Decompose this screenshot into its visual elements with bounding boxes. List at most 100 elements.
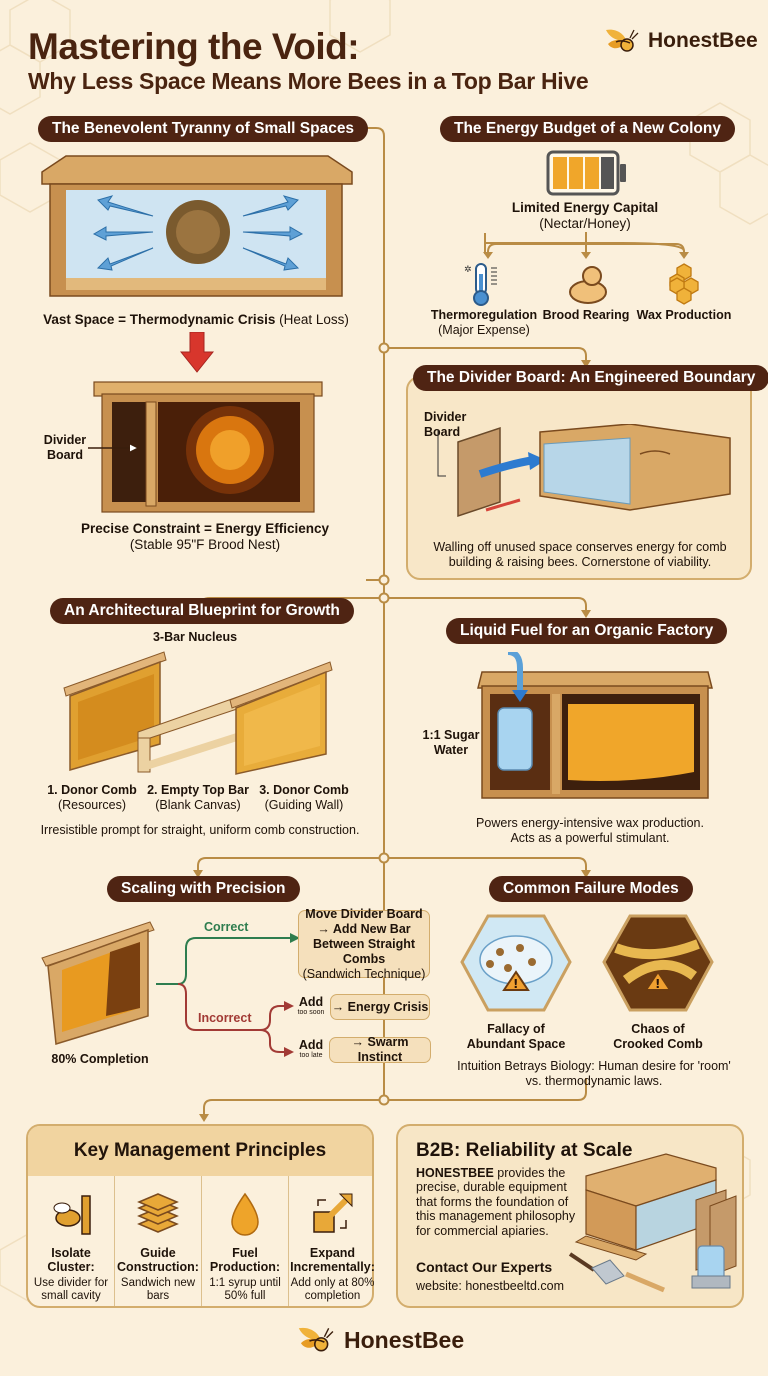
feeder-hive-illustration	[477, 652, 713, 799]
svg-text:✲: ✲	[464, 265, 472, 275]
add-too-soon: Add too soon	[294, 995, 328, 1016]
svg-text:!: !	[513, 977, 518, 991]
principle-desc: Use divider for small cavity	[33, 1276, 109, 1302]
crooked-comb-icon: !	[602, 914, 714, 1012]
key-principles-card: Key Management Principles Isolate Cluste…	[26, 1124, 376, 1308]
failure-caption: Intuition Betrays Biology: Human desire …	[444, 1059, 744, 1089]
sugar-water-label: 1:1 Sugar Water	[422, 728, 480, 757]
equipment-illustration	[568, 1153, 737, 1293]
section-title-fuel: Liquid Fuel for an Organic Factory	[446, 618, 728, 644]
divider-board-label: Divider Board	[43, 433, 87, 462]
energy-item-thermoregulation: Thermoregulation (Major Expense)	[424, 308, 544, 338]
energy-capital: Limited Energy Capital (Nectar/Honey)	[500, 200, 670, 232]
add-label: Add	[298, 995, 324, 1009]
bee-logo-icon	[606, 29, 639, 52]
bar-3: 3. Donor Comb (Guiding Wall)	[256, 783, 352, 813]
section-title-blueprint: An Architectural Blueprint for Growth	[50, 598, 354, 624]
fuel-caption: Powers energy-intensive wax production. …	[440, 816, 740, 846]
footer-logo[interactable]: HonestBee	[296, 1324, 464, 1356]
frozen-cluster-icon: !	[460, 914, 572, 1012]
bar-sub: (Blank Canvas)	[155, 798, 241, 812]
bar-label: 1. Donor Comb	[47, 783, 137, 797]
section-title-tyranny: The Benevolent Tyranny of Small Spaces	[38, 116, 369, 142]
b2b-brand: HONESTBEE	[416, 1166, 494, 1180]
section-title-failure: Common Failure Modes	[489, 876, 693, 902]
principle-title: Isolate Cluster:	[47, 1246, 95, 1275]
correct-label: Correct	[204, 920, 249, 934]
footer-brand-name: HonestBee	[344, 1326, 465, 1353]
section-title-divider: The Divider Board: An Engineered Boundar…	[413, 365, 768, 391]
b2b-body-text: provides the precise, durable equipment …	[416, 1166, 576, 1238]
principle-guide: Guide Construction: Sandwich new bars	[115, 1176, 202, 1306]
principle-expand: Expand Incrementally: Add only at 80% co…	[289, 1176, 376, 1306]
energy-capital-sub: (Nectar/Honey)	[539, 216, 631, 232]
frame-80-percent-illustration	[41, 921, 155, 1045]
principle-title: Expand Incrementally:	[290, 1246, 375, 1275]
correct-outcome-text: Move Divider Board → Add New Bar Between…	[305, 906, 423, 966]
section-title-scaling: Scaling with Precision	[107, 876, 300, 902]
bee-divider-icon	[53, 1195, 91, 1235]
pointer-arrow	[88, 443, 140, 453]
blueprint-caption: Irresistible prompt for straight, unifor…	[40, 823, 360, 837]
timing-label: too late	[299, 1052, 323, 1059]
brand-logo[interactable]: HonestBee	[604, 26, 758, 56]
down-arrow-icon	[180, 332, 214, 373]
energy-item-label: Wax Production	[636, 308, 732, 322]
swarm-instinct-box: → Swarm Instinct	[329, 1035, 431, 1064]
principle-isolate: Isolate Cluster: Use divider for small c…	[28, 1176, 115, 1306]
battery-icon	[546, 150, 626, 196]
nucleus-heading: 3-Bar Nucleus	[152, 630, 238, 644]
expand-arrow-icon	[312, 1193, 352, 1233]
add-too-late: Add too late	[294, 1038, 328, 1059]
divider-caption: Walling off unused space conserves energ…	[433, 540, 727, 569]
thermometer-icon: ✲	[464, 263, 497, 306]
caption-normal: (Stable 95"F Brood Nest)	[129, 537, 281, 553]
three-bar-nucleus-illustration	[63, 651, 333, 775]
b2b-body: HONESTBEE provides the precise, durable …	[416, 1166, 586, 1238]
energy-item-label: Thermoregulation	[430, 308, 538, 322]
principle-desc: 1:1 syrup until 50% full	[209, 1276, 281, 1302]
correct-outcome-box: Move Divider Board → Add New Bar Between…	[298, 906, 430, 981]
add-label: Add	[298, 1038, 324, 1052]
energy-item-brood: Brood Rearing	[540, 308, 632, 323]
principle-title: Guide Construction:	[117, 1246, 199, 1275]
principle-fuel: Fuel Production: 1:1 syrup until 50% ful…	[202, 1176, 289, 1306]
bar-2: 2. Empty Top Bar (Blank Canvas)	[146, 783, 250, 813]
timing-label: too soon	[297, 1009, 325, 1016]
caption-bold: Precise Constraint = Energy Efficiency	[81, 521, 329, 536]
failure-mode-abundant: Fallacy of Abundant Space	[466, 1022, 566, 1051]
caption-bold: Vast Space = Thermodynamic Crisis	[43, 312, 276, 327]
failure-caption-line2: vs. thermodynamic laws.	[525, 1074, 663, 1088]
divided-hive-illustration	[93, 381, 323, 513]
frame-completion-label: 80% Completion	[51, 1052, 149, 1066]
bar-1: 1. Donor Comb (Resources)	[44, 783, 140, 813]
divider-board-callout: Divider Board	[424, 410, 467, 439]
tyranny-caption-top: Vast Space = Thermodynamic Crisis (Heat …	[38, 312, 354, 328]
contact-heading[interactable]: Contact Our Experts	[416, 1259, 553, 1275]
bar-sub: (Resources)	[57, 798, 127, 812]
fuel-caption-line1: Powers energy-intensive wax production.	[476, 816, 704, 830]
incorrect-label: Incorrect	[198, 1011, 252, 1025]
correct-outcome-sub: (Sandwich Technique)	[302, 966, 426, 981]
larva-icon	[569, 266, 607, 304]
brand-name: HonestBee	[648, 29, 758, 52]
fuel-caption-line2: Acts as a powerful stimulant.	[510, 831, 670, 845]
decision-branches	[156, 933, 300, 1057]
principle-desc: Add only at 80% completion	[290, 1276, 375, 1302]
energy-item-wax: Wax Production	[634, 308, 734, 323]
energy-item-label: Brood Rearing	[542, 308, 630, 322]
svg-text:!: !	[655, 977, 660, 991]
honeycomb-icon	[669, 263, 699, 305]
stacked-bars-icon	[137, 1193, 179, 1233]
section-title-energy: The Energy Budget of a New Colony	[440, 116, 735, 142]
page-subtitle: Why Less Space Means More Bees in a Top …	[28, 68, 589, 94]
failure-caption-line1: Intuition Betrays Biology: Human desire …	[457, 1059, 731, 1073]
energy-item-sub: (Major Expense)	[438, 323, 530, 337]
website-link[interactable]: website: honestbeeltd.com	[416, 1279, 565, 1293]
drop-icon	[231, 1192, 259, 1236]
bar-label: 2. Empty Top Bar	[147, 783, 249, 797]
bee-logo-icon	[298, 1327, 334, 1352]
caption-normal: (Heat Loss)	[279, 312, 349, 327]
bar-label: 3. Donor Comb	[259, 783, 349, 797]
